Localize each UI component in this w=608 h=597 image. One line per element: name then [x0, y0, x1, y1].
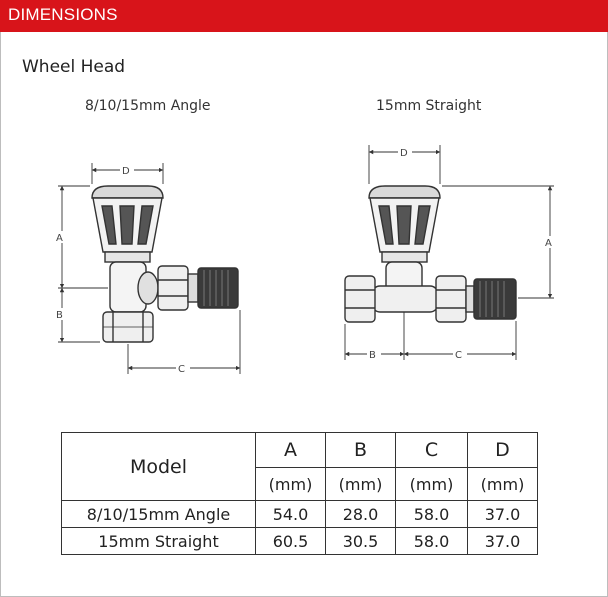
row-value-b: 28.0 — [325, 500, 396, 528]
row-model-label: 8/10/15mm Angle — [61, 500, 256, 528]
column-c-unit: (mm) — [395, 467, 468, 501]
angle-dim-b-label: B — [56, 310, 63, 321]
row-model-label: 15mm Straight — [61, 527, 256, 555]
column-d-unit: (mm) — [467, 467, 538, 501]
column-a-unit: (mm) — [255, 467, 326, 501]
dimensions-header: DIMENSIONS — [0, 0, 608, 32]
straight-valve-label: 15mm Straight — [376, 98, 482, 114]
angle-dim-c-label: C — [178, 364, 185, 375]
table-row: 15mm Straight 60.5 30.5 58.0 37.0 — [61, 527, 538, 555]
straight-valve-drawing — [344, 145, 554, 360]
model-column-header: Model — [61, 432, 256, 501]
straight-dim-a-label: A — [545, 238, 552, 249]
dimensions-table: Model A B C D (mm) (mm) (mm) (mm) 8/10/1… — [61, 432, 538, 555]
straight-dimension-lines — [344, 145, 554, 360]
straight-dim-b-label: B — [369, 350, 376, 361]
angle-valve-body — [102, 261, 239, 343]
row-value-b: 30.5 — [325, 527, 396, 555]
column-a-header: A — [255, 432, 326, 468]
row-value-c: 58.0 — [395, 527, 468, 555]
table-row: 8/10/15mm Angle 54.0 28.0 58.0 37.0 — [61, 500, 538, 528]
column-b-unit: (mm) — [325, 467, 396, 501]
angle-valve-drawing — [58, 163, 241, 374]
angle-valve-label: 8/10/15mm Angle — [85, 98, 211, 114]
row-value-d: 37.0 — [467, 500, 538, 528]
angle-dim-a-label: A — [56, 233, 63, 244]
row-value-d: 37.0 — [467, 527, 538, 555]
angle-dim-d-label: D — [122, 166, 130, 177]
straight-wheel-head — [368, 185, 441, 263]
header-title: DIMENSIONS — [8, 5, 118, 24]
straight-valve-body — [344, 261, 517, 323]
row-value-a: 60.5 — [255, 527, 326, 555]
straight-dim-c-label: C — [455, 350, 462, 361]
straight-dim-d-label: D — [400, 148, 408, 159]
row-value-c: 58.0 — [395, 500, 468, 528]
column-c-header: C — [395, 432, 468, 468]
valve-diagrams: D A B C — [56, 145, 554, 375]
column-b-header: B — [325, 432, 396, 468]
row-value-a: 54.0 — [255, 500, 326, 528]
angle-wheel-head — [91, 185, 164, 263]
column-d-header: D — [467, 432, 538, 468]
section-title: Wheel Head — [22, 57, 126, 77]
